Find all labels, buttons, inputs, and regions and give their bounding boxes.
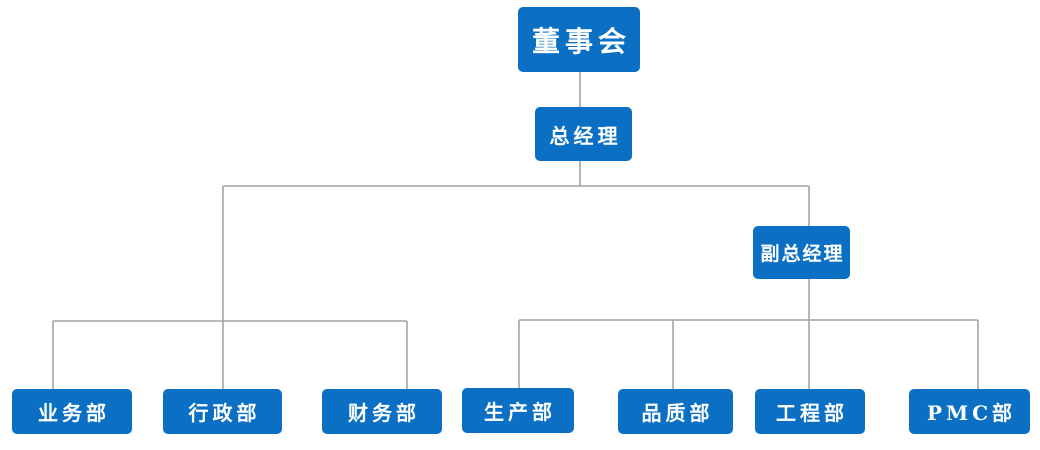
org-node-admin-dept: 行政部 [163,389,282,434]
org-node-general-manager: 总经理 [535,107,632,161]
org-node-deputy-general-manager: 副总经理 [753,226,850,279]
org-node-business-dept: 业务部 [12,389,132,434]
org-node-board: 董事会 [518,7,640,72]
org-node-engineering-dept: 工程部 [755,389,865,434]
org-node-pmc-dept: PMC部 [909,389,1030,434]
org-node-quality-dept: 品质部 [618,389,733,434]
org-node-finance-dept: 财务部 [322,389,442,434]
org-node-production-dept: 生产部 [462,388,574,433]
